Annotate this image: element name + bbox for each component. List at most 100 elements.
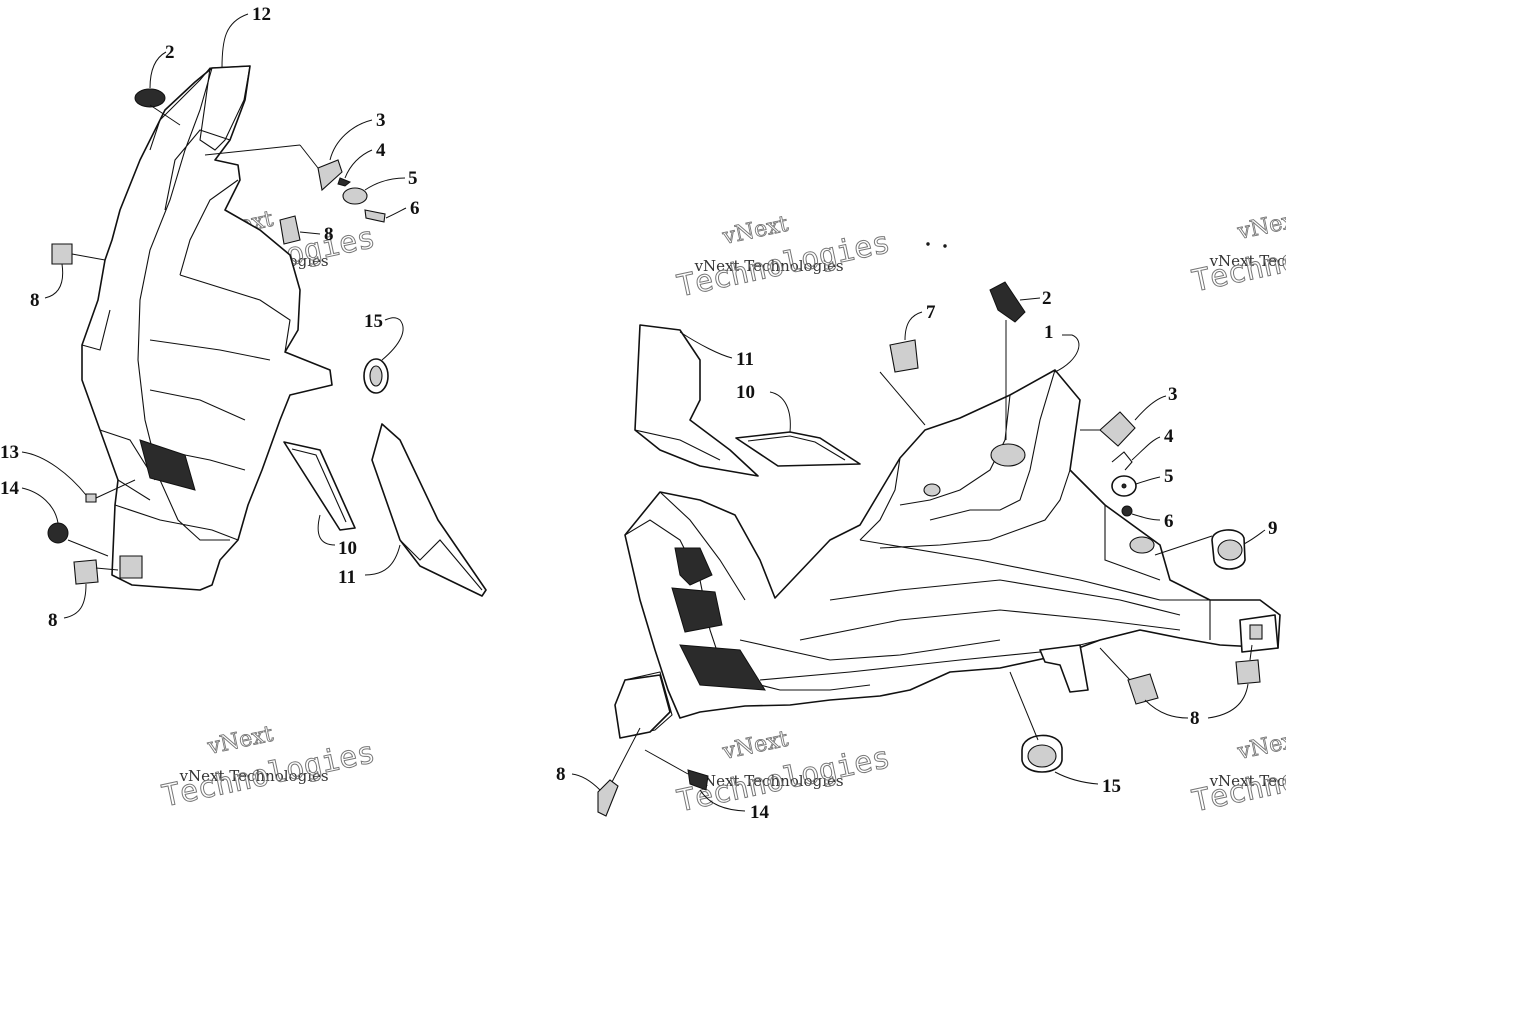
leader-r3: [1080, 395, 1167, 431]
leader-4: [344, 149, 373, 179]
callout-r1: 1: [1044, 322, 1054, 343]
right-grommet-15-inner: [1027, 744, 1057, 768]
right-plug-2: [989, 281, 1026, 323]
left-lens-10: [283, 441, 356, 531]
callout-12: 12: [252, 4, 271, 25]
svg-text:vNext: vNext: [1235, 727, 1306, 765]
leader-r14: [644, 749, 746, 812]
callout-r8: 8: [1190, 708, 1200, 729]
left-screw-13: [85, 493, 97, 503]
leader-r6: [1131, 513, 1161, 521]
watermark-top-center: vNext vNext Technologies Technologies: [673, 211, 893, 305]
leader-3: [329, 119, 373, 161]
right-clip-8b: [1235, 659, 1261, 685]
leader-13: [21, 451, 87, 496]
left-housing-detail: [81, 67, 291, 541]
svg-text:vNext: vNext: [720, 212, 791, 250]
left-view: 12 2 3 4 5 6 8 8 15 13: [0, 4, 487, 631]
callout-2: 2: [165, 42, 175, 63]
left-vent: [139, 439, 196, 491]
left-housing-tab: [119, 555, 143, 579]
callout-r10: 10: [736, 382, 755, 403]
right-clip-7: [889, 339, 919, 373]
leader-15: [381, 317, 404, 361]
right-vent-b: [671, 587, 723, 633]
callout-r9: 9: [1268, 518, 1278, 539]
callout-8b: 8: [30, 290, 40, 311]
leader-8c: [63, 567, 119, 619]
right-washer-5-hole: [1121, 483, 1127, 489]
leader-r10: [769, 391, 791, 433]
left-grommet-15-inner: [369, 365, 383, 387]
leader-11: [364, 544, 401, 576]
svg-text:Technologies: Technologies: [1189, 740, 1408, 819]
callout-r11: 11: [736, 349, 754, 370]
left-lens-10-inner: [291, 448, 347, 523]
svg-text:vNext Technologies: vNext Technologies: [179, 767, 329, 785]
left-washer-5: [342, 187, 368, 205]
leader-13b: [95, 479, 136, 499]
leader-8a: [299, 231, 321, 235]
callout-r3: 3: [1168, 384, 1178, 405]
leader-2: [149, 51, 167, 89]
left-panel-11-inner: [399, 539, 483, 591]
callout-r7: 7: [926, 302, 936, 323]
left-clip-8c: [73, 559, 99, 585]
callout-11: 11: [338, 567, 356, 588]
right-screw-6: [1121, 505, 1133, 517]
leader-6: [385, 207, 407, 219]
svg-text:vNext: vNext: [205, 722, 276, 760]
leader-14: [21, 487, 109, 557]
callout-r6: 6: [1164, 511, 1174, 532]
watermark-bottom-right: vNext vNext Technologies Technologies: [1188, 726, 1408, 820]
callout-15: 15: [364, 311, 383, 332]
right-small-hole: [923, 483, 941, 497]
leader-r11: [679, 331, 733, 359]
right-clip-8a: [1127, 673, 1159, 705]
watermark-bottom-center: vNext vNext Technologies Technologies: [673, 726, 893, 820]
callout-8a: 8: [324, 224, 334, 245]
leader-r8: [1099, 644, 1253, 719]
right-lower-tab-shape: [614, 674, 671, 739]
callout-r8b: 8: [556, 764, 566, 785]
leader-12: [221, 13, 249, 69]
svg-text:Technologies: Technologies: [1189, 220, 1408, 299]
callout-4: 4: [376, 140, 386, 161]
leader-2b: [149, 104, 181, 126]
leader-r9: [1154, 529, 1266, 556]
left-top-rail: [199, 65, 251, 151]
leader-r1: [1054, 334, 1080, 373]
leader-r15: [1009, 671, 1099, 785]
watermark-bottom-left: vNext vNext Technologies Technologies: [158, 721, 378, 815]
right-bracket: [1039, 644, 1089, 693]
right-mount-tab-hole: [1249, 624, 1263, 640]
watermark-top-right: vNext vNext Technologies Technologies: [1188, 206, 1408, 300]
svg-text:vNext Technologies: vNext Technologies: [694, 772, 844, 790]
stray-mark-b: [943, 244, 947, 248]
right-lens-10: [735, 431, 861, 467]
left-clip-8b: [51, 243, 73, 265]
leader-r2: [1005, 297, 1041, 440]
left-nut-14: [47, 522, 69, 544]
left-panel-11: [371, 423, 487, 597]
right-grommet-9-inner: [1217, 539, 1243, 561]
right-view: 11 10 7 2 1 3 4 5 6: [556, 242, 1281, 823]
right-panel-11-inner: [634, 429, 721, 461]
leader-3b: [204, 144, 319, 169]
callout-13: 13: [0, 442, 19, 463]
svg-text:vNext Technologies: vNext Technologies: [1209, 772, 1359, 790]
leader-8b: [44, 253, 106, 299]
callout-r14: 14: [750, 802, 770, 823]
right-screw-14: [687, 769, 709, 791]
leader-5: [364, 177, 406, 191]
leader-r8b: [571, 727, 641, 791]
left-spring-4: [337, 177, 351, 187]
svg-text:vNext: vNext: [720, 727, 791, 765]
right-clip-3: [1099, 411, 1136, 447]
callout-r2: 2: [1042, 288, 1052, 309]
right-spring-4: [1111, 451, 1133, 471]
svg-text:vNext Technologies: vNext Technologies: [1209, 252, 1359, 270]
callout-3: 3: [376, 110, 386, 131]
